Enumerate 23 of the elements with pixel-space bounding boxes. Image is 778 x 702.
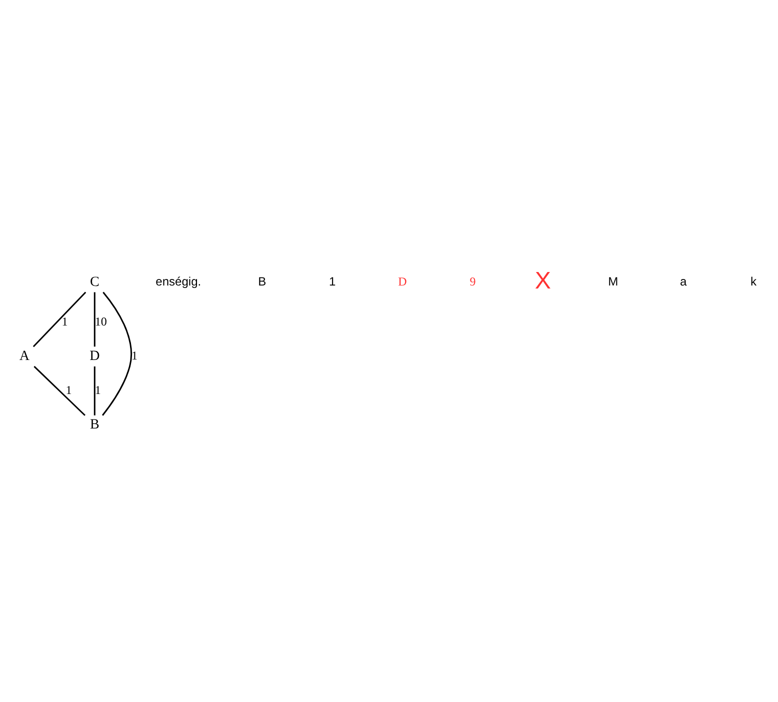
connector xyxy=(94,292,96,347)
node-text: A xyxy=(19,348,30,364)
edge-label: 1 xyxy=(94,382,101,397)
label: X xyxy=(534,267,551,294)
label: a xyxy=(680,274,687,288)
connector xyxy=(34,366,86,416)
node-text: C xyxy=(90,274,100,290)
connector xyxy=(102,292,132,416)
label: B xyxy=(258,274,266,288)
edge-label: 1 xyxy=(62,314,68,328)
node-text: D xyxy=(90,348,100,364)
label: M xyxy=(608,274,618,288)
label: 9 xyxy=(470,274,476,288)
edge-label: 10 xyxy=(94,314,107,328)
connector xyxy=(94,366,96,416)
edge-label: 1 xyxy=(66,382,72,397)
label: k xyxy=(750,274,757,288)
edge-label: 1 xyxy=(132,348,138,363)
connector xyxy=(32,292,86,348)
label: D xyxy=(398,274,407,288)
label: enségig. xyxy=(156,274,202,288)
label: 1 xyxy=(328,274,336,288)
node-text: B xyxy=(90,416,100,433)
